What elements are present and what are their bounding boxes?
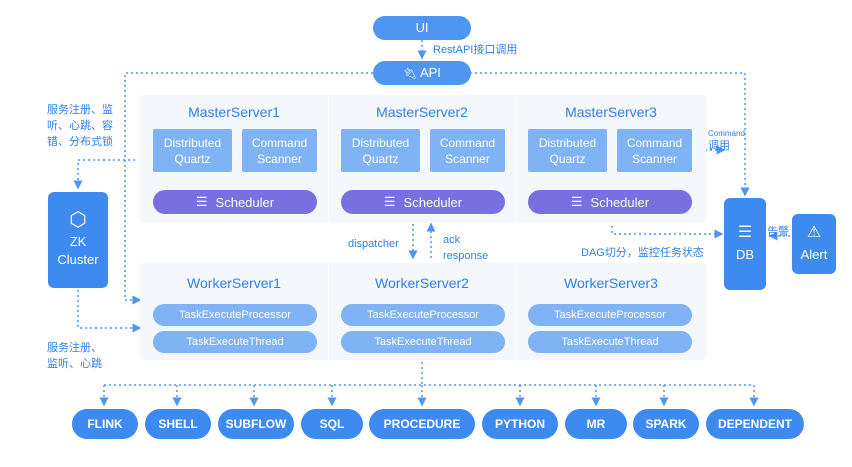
worker1-title: WorkerServer1 bbox=[187, 275, 281, 291]
database-icon: ☰ bbox=[195, 194, 208, 209]
plugin-sql: SQL bbox=[301, 409, 363, 439]
master2-title: MasterServer2 bbox=[376, 104, 468, 120]
api-label: API bbox=[419, 65, 441, 80]
worker2-title: WorkerServer2 bbox=[375, 275, 469, 291]
alert-node: ⚠ Alert bbox=[792, 214, 836, 274]
worker3-thread: TaskExecuteThread bbox=[528, 331, 692, 353]
dispatcher-label: dispatcher bbox=[348, 238, 399, 250]
ui-label: UI bbox=[415, 20, 429, 35]
zk-worker-note: 服务注册、监听、心跳 bbox=[47, 342, 102, 370]
master2-scheduler: ☰Scheduler bbox=[341, 190, 505, 214]
dag-note: DAG切分，监控任务状态 bbox=[581, 247, 704, 259]
ui-node: UI bbox=[373, 16, 471, 40]
cube-icon: ⬡ bbox=[69, 209, 87, 231]
plugin-spark: SPARK bbox=[633, 409, 699, 439]
worker2-processor: TaskExecuteProcessor bbox=[341, 304, 505, 326]
api-node: 🔌︎ API bbox=[373, 61, 471, 85]
master1-title: MasterServer1 bbox=[188, 104, 280, 120]
master3-scheduler: ☰Scheduler bbox=[528, 190, 692, 214]
plugin-shell: SHELL bbox=[145, 409, 211, 439]
plug-icon: 🔌︎ bbox=[403, 68, 418, 80]
plugin-flink: FLINK bbox=[72, 409, 138, 439]
worker3-title: WorkerServer3 bbox=[564, 275, 658, 291]
server-icon: ☰ bbox=[737, 224, 753, 241]
worker1-thread: TaskExecuteThread bbox=[153, 331, 317, 353]
plugin-mr: MR bbox=[565, 409, 627, 439]
command-note: Command 调用 bbox=[708, 129, 745, 152]
plugin-subflow: SUBFLOW bbox=[218, 409, 294, 439]
worker2-thread: TaskExecuteThread bbox=[341, 331, 505, 353]
plugin-dependent: DEPENDENT bbox=[706, 409, 804, 439]
warning-icon: ⚠ bbox=[806, 224, 822, 241]
db-node: ☰ DB bbox=[724, 198, 766, 290]
plugin-procedure: PROCEDURE bbox=[369, 409, 475, 439]
database-icon: ☰ bbox=[570, 194, 583, 209]
database-icon: ☰ bbox=[383, 194, 396, 209]
master1-scheduler: ☰Scheduler bbox=[153, 190, 317, 214]
alert-note: 告警 bbox=[767, 226, 789, 238]
zk-master-note: 服务注册、监听、心跳、容错、分布式锁 bbox=[47, 104, 113, 148]
plugin-python: PYTHON bbox=[482, 409, 558, 439]
master3-title: MasterServer3 bbox=[565, 104, 657, 120]
worker1-processor: TaskExecuteProcessor bbox=[153, 304, 317, 326]
worker3-processor: TaskExecuteProcessor bbox=[528, 304, 692, 326]
rest-api-label: RestAPI接口调用 bbox=[433, 44, 518, 56]
